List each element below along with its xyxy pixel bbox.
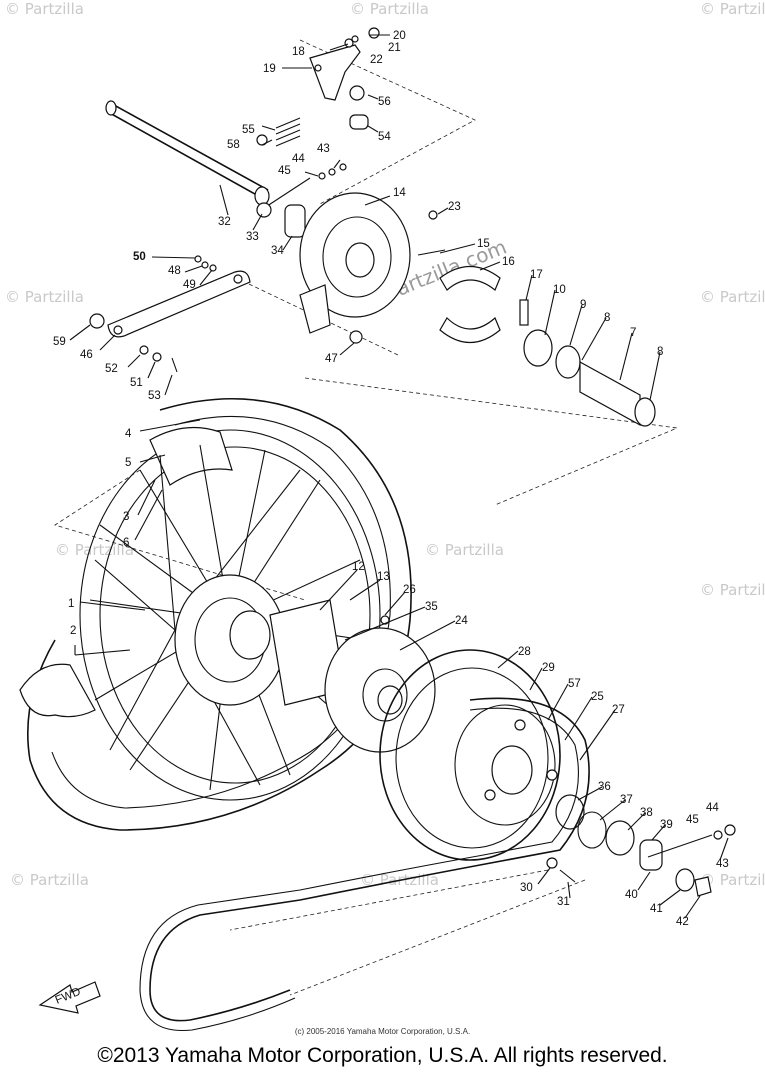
callout-3: 3 (123, 511, 129, 523)
brake-hub-group (299, 192, 656, 427)
callout-8: 8 (604, 312, 610, 324)
callout-43: 43 (317, 143, 330, 155)
callout-54: 54 (378, 131, 391, 143)
callout-10: 10 (553, 284, 566, 296)
callout-35: 35 (425, 601, 438, 613)
callout-50: 50 (133, 251, 146, 263)
callout-18: 18 (292, 46, 305, 58)
callout-32: 32 (218, 216, 231, 228)
callout-24: 24 (455, 615, 468, 627)
callout-34: 34 (271, 245, 284, 257)
callout-57: 57 (568, 678, 581, 690)
watermark: © Partzilla (350, 0, 429, 18)
callout-21: 21 (388, 42, 401, 54)
callout-39: 39 (660, 819, 673, 831)
callout-22: 22 (370, 54, 383, 66)
callout-51: 51 (130, 377, 143, 389)
callout-15: 15 (477, 238, 490, 250)
callout-19: 19 (263, 63, 276, 75)
callout-20: 20 (393, 30, 406, 42)
callout-25: 25 (591, 691, 604, 703)
callout-1: 1 (68, 598, 74, 610)
rear-wheel (19, 397, 412, 831)
callout-38: 38 (640, 807, 653, 819)
callout-59: 59 (53, 336, 66, 348)
callout-17: 17 (530, 269, 543, 281)
callout-26: 26 (403, 584, 416, 596)
copyright-notice: ©2013 Yamaha Motor Corporation, U.S.A. A… (97, 1044, 668, 1067)
callout-8b: 8 (657, 346, 663, 358)
callout-13: 13 (377, 571, 390, 583)
watermark: © Partzilla (700, 581, 765, 599)
callout-30: 30 (520, 882, 533, 894)
copyright-small: (c) 2005-2016 Yamaha Motor Corporation, … (294, 1027, 471, 1036)
callout-48: 48 (168, 265, 181, 277)
callout-5: 5 (125, 457, 131, 469)
callout-37: 37 (620, 794, 633, 806)
watermark: © Partzilla (55, 541, 134, 559)
callout-28: 28 (518, 646, 531, 658)
callout-49: 49 (183, 279, 196, 291)
callout-44b: 44 (706, 802, 719, 814)
callout-27: 27 (612, 704, 625, 716)
callout-58: 58 (227, 139, 240, 151)
callout-2: 2 (70, 625, 76, 637)
callout-36: 36 (598, 781, 611, 793)
callout-53: 53 (148, 390, 161, 402)
reference-lines (54, 39, 679, 996)
callout-45: 45 (278, 165, 291, 177)
callout-41: 41 (650, 903, 663, 915)
callout-33: 33 (246, 231, 259, 243)
callout-31: 31 (557, 896, 570, 908)
sprocket-group (324, 627, 736, 897)
callout-55: 55 (242, 124, 255, 136)
watermark: © Partzilla (10, 871, 89, 889)
drive-chain (139, 697, 590, 1032)
callout-47: 47 (325, 353, 338, 365)
watermark: © Partzilla (700, 288, 765, 306)
watermark: © Partzilla (5, 0, 84, 18)
callout-numbers: 20 21 22 18 19 56 54 55 58 43 44 45 14 2… (53, 30, 729, 928)
callout-45b: 45 (686, 814, 699, 826)
callout-42: 42 (676, 916, 689, 928)
callout-16: 16 (502, 256, 515, 268)
callout-56: 56 (378, 96, 391, 108)
callout-46: 46 (80, 349, 93, 361)
callout-52: 52 (105, 363, 118, 375)
callout-12: 12 (352, 561, 365, 573)
callout-44: 44 (292, 153, 305, 165)
callout-6: 6 (123, 537, 129, 549)
callout-4: 4 (125, 428, 132, 440)
axle-group (89, 27, 380, 373)
watermark: © Partzilla (425, 541, 504, 559)
leader-lines (69, 34, 729, 919)
watermark: © Partzilla (700, 0, 765, 18)
watermark: © Partzilla (700, 871, 765, 889)
callout-14: 14 (393, 187, 406, 199)
callout-29: 29 (542, 662, 555, 674)
callout-40: 40 (625, 889, 638, 901)
callout-9: 9 (580, 299, 586, 311)
callout-7: 7 (630, 327, 636, 339)
fwd-arrow: FWD (38, 981, 101, 1014)
callout-43b: 43 (716, 858, 729, 870)
callout-23: 23 (448, 201, 461, 213)
watermark: © Partzilla (5, 288, 84, 306)
